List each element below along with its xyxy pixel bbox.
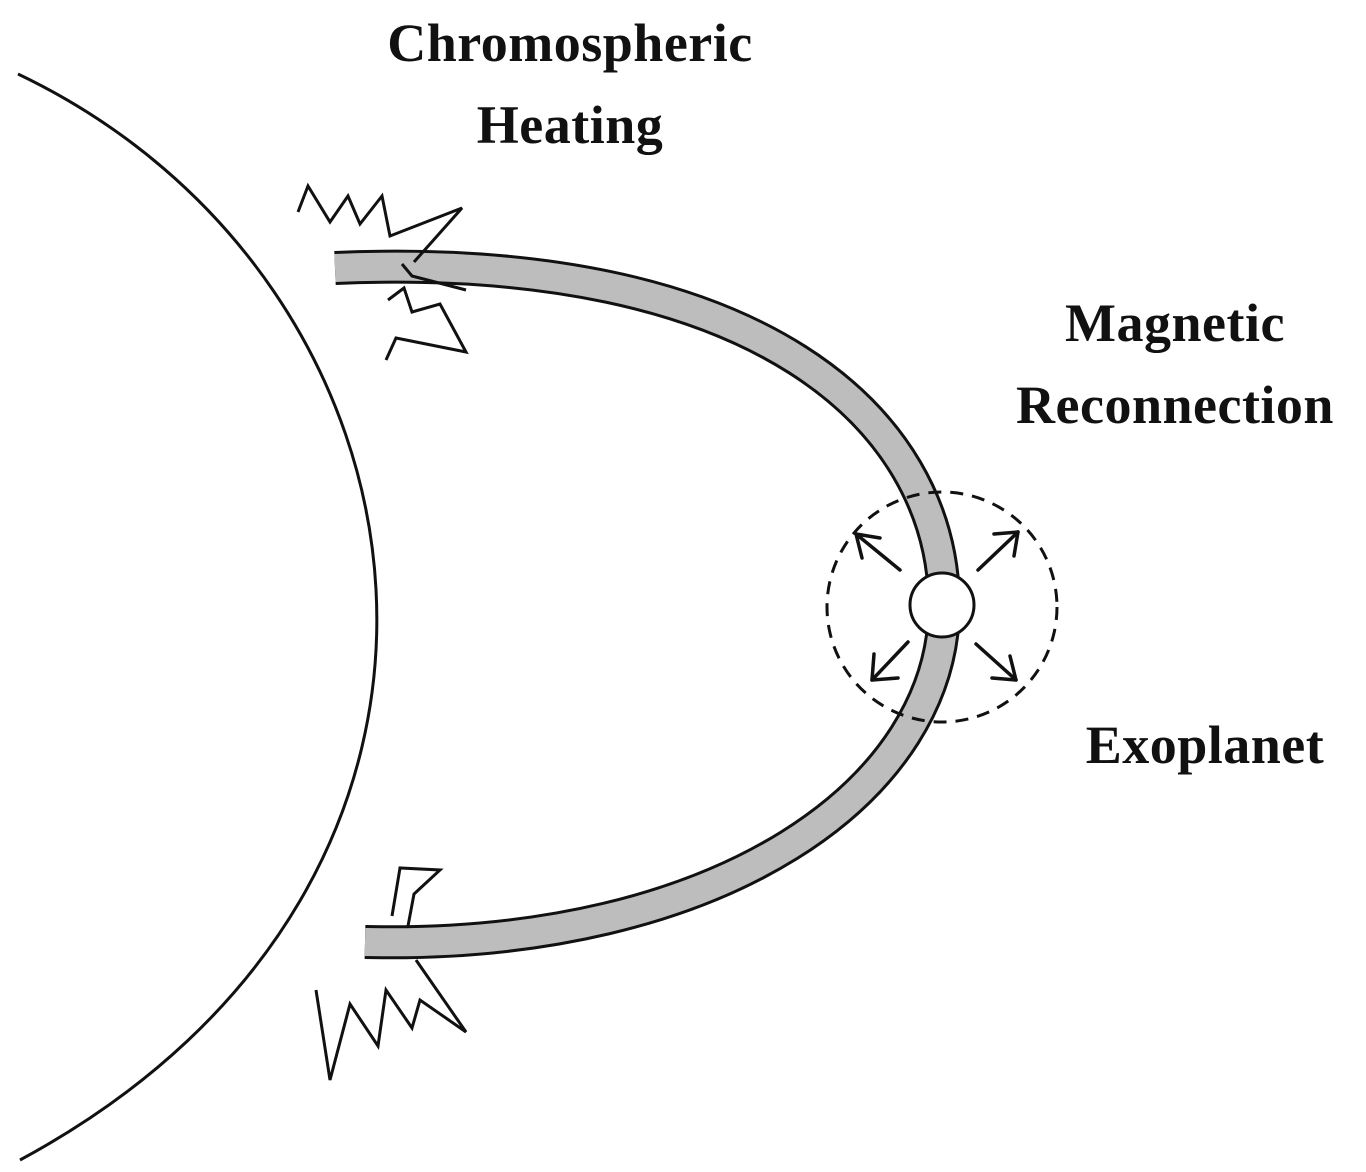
arrow-upper-left: [856, 534, 900, 570]
lower-heating-burst: [316, 868, 466, 1080]
magnetic-reconnection-label-line-1: Magnetic: [980, 282, 1366, 364]
exoplanet-label: Exoplanet: [1040, 704, 1366, 786]
arrow-lower-left: [872, 642, 908, 680]
star-limb: [18, 74, 377, 1160]
exoplanet-label-text: Exoplanet: [1040, 704, 1366, 786]
chromospheric-heating-label-line-1: Chromospheric: [330, 2, 810, 84]
arrow-lower-right: [976, 644, 1016, 680]
chromospheric-heating-label: Chromospheric Heating: [330, 2, 810, 166]
magnetic-reconnection-label: Magnetic Reconnection: [980, 282, 1366, 446]
chromospheric-heating-label-line-2: Heating: [330, 84, 810, 166]
magnetic-flux-tube: [335, 267, 944, 943]
arrow-upper-right: [978, 532, 1018, 570]
exoplanet-icon: [910, 573, 974, 637]
magnetic-reconnection-label-line-2: Reconnection: [980, 364, 1366, 446]
